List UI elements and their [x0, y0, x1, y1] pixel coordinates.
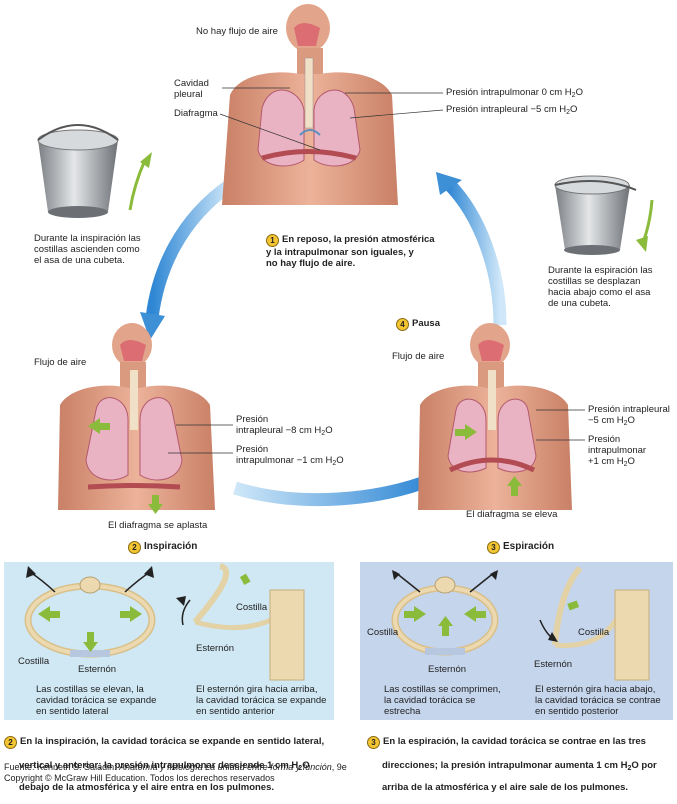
ribcage-expanded — [24, 566, 156, 658]
label-rib-a: Costilla — [18, 656, 50, 667]
label-sternum-b: Esternón — [196, 643, 235, 654]
label-diaphragm: Diafragma — [174, 108, 218, 119]
label-rib-b: Costilla — [236, 602, 268, 613]
label-sternum-a: Esternón — [78, 664, 117, 675]
step-badge-2: 2 — [128, 541, 141, 554]
text-sternum-down: El esternón gira hacia abajo, la cavidad… — [535, 684, 661, 717]
label-intrapulmonary-rest: Presión intrapulmonar 0 cm H2O — [446, 87, 583, 99]
bucket-left — [37, 124, 119, 218]
text-bucket-expiration: Durante la espiración las costillas se d… — [548, 265, 653, 309]
bucket-left-arrow — [128, 152, 152, 211]
torso-expiration — [418, 323, 572, 510]
step-badge-3b: 3 — [367, 736, 380, 749]
ribcage-contracted — [391, 570, 499, 656]
label-rib-c: Costilla — [367, 627, 399, 638]
label-rib-d: Costilla — [578, 627, 610, 638]
text-bucket-inspiration: Durante la inspiración las costillas asc… — [34, 233, 141, 266]
diagram-artwork — [4, 4, 673, 720]
bucket-right — [554, 175, 637, 255]
step-badge-4: 4 — [396, 318, 409, 331]
step-badge-3: 3 — [487, 541, 500, 554]
torso-resting — [222, 4, 398, 206]
label-sternum-c: Esternón — [428, 664, 467, 675]
text-sternum-up: El esternón gira hacia arriba, la cavida… — [196, 684, 327, 717]
label-intrapleural-insp: Presión intrapleural −8 cm H2O — [236, 414, 333, 437]
bucket-right-arrow — [636, 199, 654, 252]
cycle-arrows — [140, 172, 507, 507]
sternum-lateral-down — [539, 565, 650, 681]
label-sternum-d: Esternón — [534, 659, 573, 670]
label-pleural-cavity: Cavidad pleural — [174, 78, 209, 100]
source-citation: Fuente: Kenneth S. Saladin: Anatomía y f… — [4, 762, 347, 772]
label-no-flow: No hay flujo de aire — [196, 26, 278, 37]
leader-lines — [168, 87, 585, 454]
sternum-lateral-up — [176, 563, 305, 681]
copyright: Copyright © McGraw Hill Education. Todos… — [4, 773, 275, 783]
label-intrapleural-exp: Presión intrapleural −5 cm H2O — [588, 404, 670, 427]
text-ribs-compress: Las costillas se comprimen, la cavidad t… — [384, 684, 501, 717]
label-diaphragm-rises: El diafragma se eleva — [466, 509, 558, 520]
label-diaphragm-flattens: El diafragma se aplasta — [108, 520, 208, 531]
step-badge-2b: 2 — [4, 736, 17, 749]
step-badge-1: 1 — [266, 234, 279, 247]
label-intrapleural-rest: Presión intrapleural −5 cm H2O — [446, 104, 578, 116]
label-intrapulmonary-insp: Presión intrapulmonar −1 cm H2O — [236, 444, 344, 467]
label-intrapulmonary-exp: Presión intrapulmonar +1 cm H2O — [588, 434, 647, 468]
torso-inspiration — [58, 323, 215, 514]
label-airflow-in: Flujo de aire — [34, 357, 87, 368]
label-airflow-out: Flujo de aire — [392, 351, 445, 362]
text-ribs-elevate: Las costillas se elevan, la cavidad torá… — [36, 684, 157, 717]
